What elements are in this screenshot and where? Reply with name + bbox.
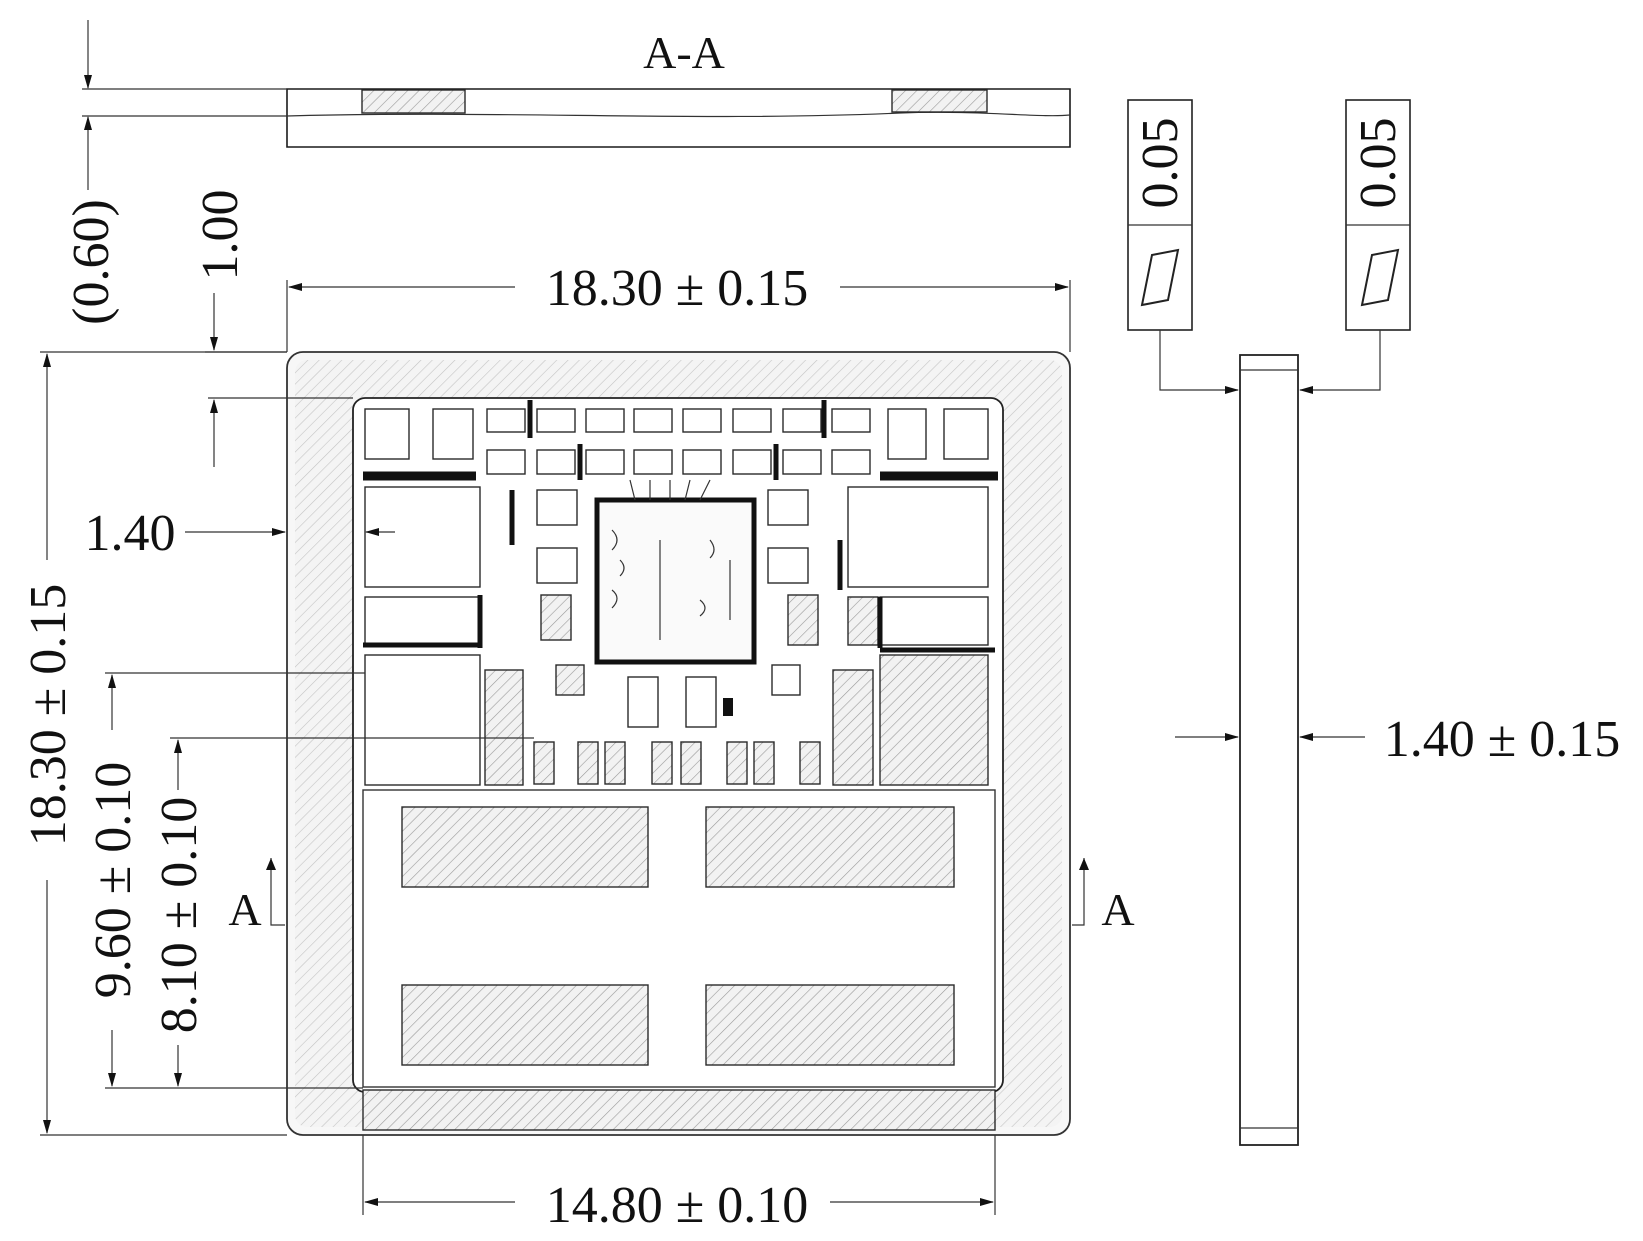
large-pad-bottom-left xyxy=(401,984,649,1066)
mid-pads xyxy=(536,489,819,728)
top-pad-row xyxy=(364,408,989,475)
edge-offset-label: 1.40 xyxy=(85,505,176,562)
flatness-symbol-icon xyxy=(1360,248,1400,307)
inner-height-1-label: 9.60 ± 0.10 xyxy=(85,762,142,999)
inner-height-2-label: 8.10 ± 0.10 xyxy=(151,797,208,1034)
bottom-strip xyxy=(362,1089,996,1131)
ic-traces xyxy=(611,479,731,640)
flatness-right-value: 0.05 xyxy=(1350,118,1407,209)
large-pad-top-right xyxy=(705,806,955,888)
section-title: A-A xyxy=(643,27,725,78)
top-offset-label: 1.00 xyxy=(192,190,249,281)
central-ic xyxy=(594,497,757,665)
lower-pad-row xyxy=(533,741,821,785)
side-view: 0.05 0.05 1.40 ± 0.15 xyxy=(1127,99,1621,1146)
section-pad-right xyxy=(891,89,988,113)
section-view: A-A (0.60) xyxy=(63,20,1071,325)
side-thickness-label: 1.40 ± 0.15 xyxy=(1384,711,1621,768)
large-pad-bottom-right xyxy=(705,984,955,1066)
bottom-width-label: 14.80 ± 0.10 xyxy=(546,1177,809,1234)
section-marker-right: A xyxy=(1101,884,1134,935)
flatness-callout-left: 0.05 xyxy=(1127,99,1239,394)
plan-view xyxy=(286,351,1071,1136)
large-pad-top-left xyxy=(401,806,649,888)
section-pad-left xyxy=(361,89,466,114)
side-profile xyxy=(1239,354,1299,1146)
plan-dimensions: 18.30 ± 0.15 1.00 18.30 ± 0.15 9.60 ± 0.… xyxy=(20,190,1135,1235)
top-width-label: 18.30 ± 0.15 xyxy=(546,260,809,317)
left-height-label: 18.30 ± 0.15 xyxy=(20,584,77,847)
right-block-group xyxy=(832,486,989,786)
section-marker-left: A xyxy=(228,884,261,935)
flatness-left-value: 0.05 xyxy=(1132,118,1189,209)
flatness-callout-right: 0.05 xyxy=(1299,99,1411,394)
left-block-group xyxy=(364,486,524,786)
flatness-symbol-icon xyxy=(1140,248,1180,307)
section-thickness-label: (0.60) xyxy=(63,199,120,325)
